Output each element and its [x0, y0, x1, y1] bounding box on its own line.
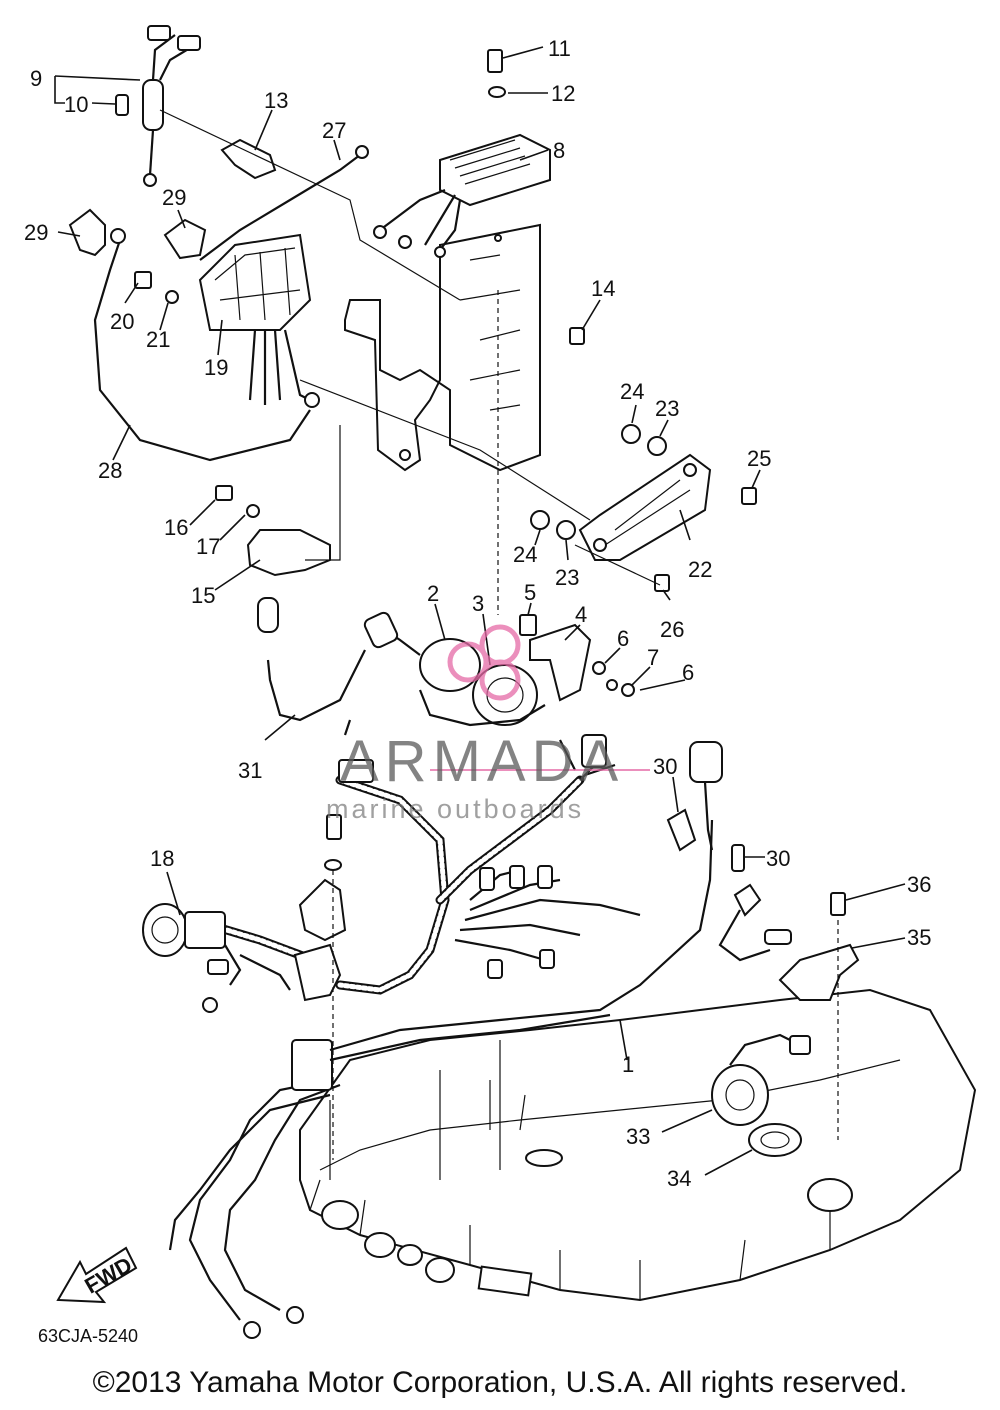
callout-13: 13 [264, 88, 288, 113]
callout-30: 30 [766, 846, 790, 871]
watermark-logo [430, 624, 650, 771]
callout-11: 11 [548, 36, 571, 61]
callout-23-b: 23 [555, 565, 579, 590]
callout-15: 15 [191, 583, 215, 608]
callout-12: 12 [551, 81, 575, 106]
grommets [711, 1033, 811, 1157]
callout-23-a: 23 [655, 396, 679, 421]
callout-22: 22 [688, 557, 712, 582]
callout-numbers: 9 10 11 12 13 27 8 29 29 20 21 19 14 24 … [24, 36, 931, 1191]
callout-6-b: 6 [682, 660, 694, 685]
callout-36: 36 [907, 872, 931, 897]
callout-8: 8 [553, 138, 565, 163]
mounting-bracket [344, 223, 541, 472]
bottom-cowling [299, 988, 977, 1302]
cable-clip [246, 529, 331, 577]
callout-1: 1 [622, 1052, 634, 1077]
copyright-notice: ©2013 Yamaha Motor Corporation, U.S.A. A… [92, 1366, 908, 1399]
callout-24-a: 24 [620, 379, 644, 404]
callout-27: 27 [322, 118, 346, 143]
callout-29-b: 29 [162, 185, 186, 210]
ground-lead [93, 239, 311, 462]
main-connector [142, 903, 342, 1013]
callout-32: 31 [238, 758, 262, 783]
callout-6-a: 6 [617, 626, 629, 651]
spark-plug-cap [68, 208, 106, 257]
callout-16: 16 [164, 515, 188, 540]
callout-10: 10 [64, 92, 88, 117]
cdi-unit [198, 233, 320, 408]
callout-24-b: 24 [513, 542, 537, 567]
callout-35: 35 [907, 925, 931, 950]
callout-25: 25 [747, 446, 771, 471]
callout-3: 3 [472, 591, 484, 616]
wire-clamp [220, 138, 277, 180]
callout-7: 7 [647, 645, 659, 670]
callout-2: 2 [427, 581, 439, 606]
callout-21: 21 [146, 327, 170, 352]
callout-18: 18 [150, 846, 174, 871]
lead-terminal [110, 228, 126, 244]
callout-31: 30 [653, 754, 677, 779]
callout-4: 4 [575, 602, 587, 627]
leader-lines [54, 46, 906, 1176]
watermark-subtitle: marine outboards [326, 794, 585, 824]
starter-switches [257, 597, 592, 736]
callout-5: 5 [524, 580, 536, 605]
callout-20: 20 [110, 309, 134, 334]
callout-33: 33 [626, 1124, 650, 1149]
callout-29-a: 29 [24, 220, 48, 245]
callout-26: 26 [660, 617, 684, 642]
spark-plug-cap-2 [163, 218, 207, 260]
fuse-holder [115, 25, 201, 187]
harness-bracket [298, 878, 347, 942]
lead-wire [199, 154, 361, 261]
rectifier-regulator [373, 133, 551, 258]
callout-14: 14 [591, 276, 615, 301]
callout-19: 19 [204, 355, 228, 380]
watermark-title: ARMADA [340, 729, 625, 794]
battery-cables [168, 1039, 341, 1339]
callout-28: 28 [98, 458, 122, 483]
callout-34: 34 [667, 1166, 691, 1191]
callout-9: 9 [30, 66, 42, 91]
forward-arrow: FWD [56, 1246, 138, 1304]
callout-17: 17 [196, 534, 220, 559]
stop-switch [666, 741, 723, 852]
trim-lead [718, 883, 792, 962]
diagram-code: 63CJA-5240 [38, 1326, 139, 1346]
